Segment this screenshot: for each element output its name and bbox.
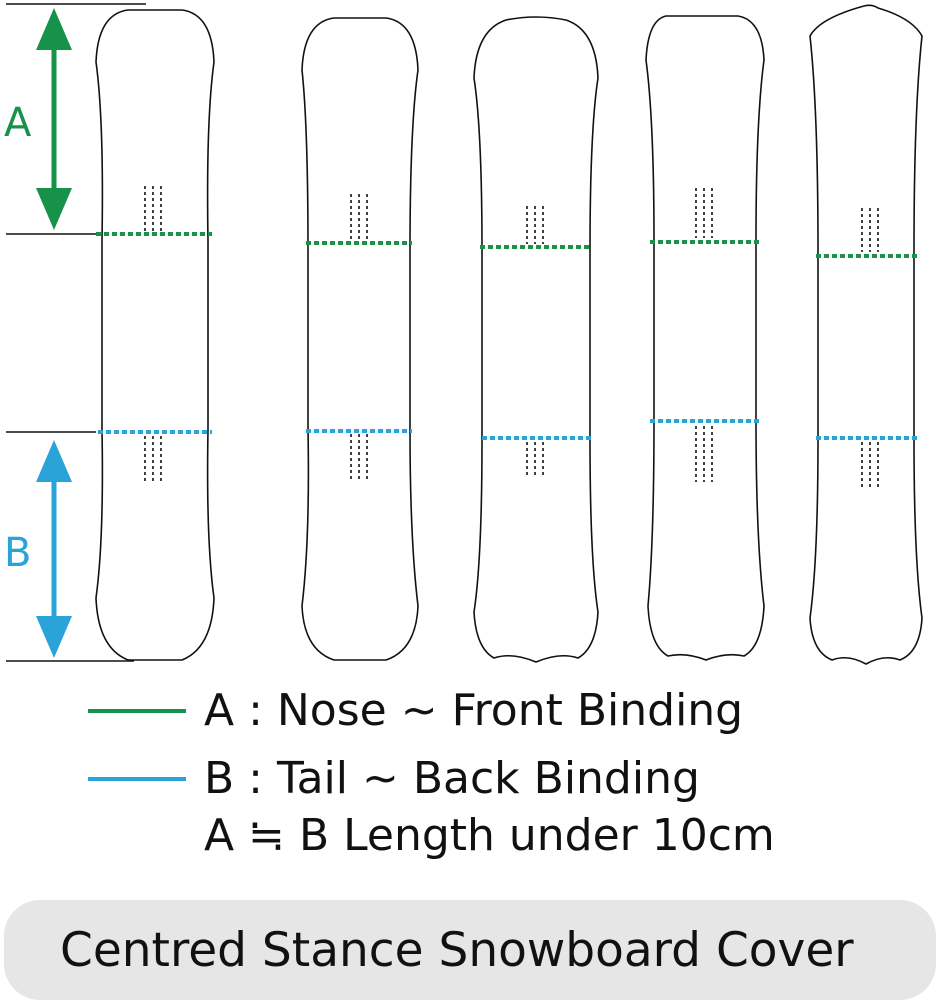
- board-5: [809, 4, 923, 665]
- arrow-a: [36, 8, 72, 230]
- legend-swatch-front: [88, 709, 186, 713]
- board-2-back-insert-marks: [350, 434, 368, 480]
- board-3-front-insert-marks: [526, 206, 544, 244]
- arrow-b-head-bottom: [36, 616, 72, 658]
- board-1-outline: [95, 9, 215, 661]
- arrow-b: [36, 440, 72, 658]
- arrow-a-head-top: [36, 8, 72, 50]
- arrow-b-head-top: [36, 440, 72, 482]
- board-5-outline: [809, 4, 923, 665]
- legend-row-a: A : Nose ~ Front Binding: [88, 680, 743, 742]
- board-3-back-insert-marks: [526, 442, 544, 478]
- legend-swatch-back: [88, 777, 186, 781]
- board-5-front-insert-marks: [861, 208, 879, 252]
- legend-row-b: B : Tail ~ Back Binding: [88, 748, 700, 810]
- board-5-back-insert-marks: [861, 442, 879, 490]
- snowboard-diagram: A B: [4, 3, 923, 665]
- footer-title: Centred Stance Snowboard Cover: [60, 922, 854, 978]
- board-2: [301, 17, 419, 661]
- board-3-outline: [473, 16, 599, 663]
- board-4-front-insert-marks: [695, 188, 713, 238]
- legend: A : Nose ~ Front Binding B : Tail ~ Back…: [0, 680, 940, 890]
- board-1: [95, 9, 215, 661]
- board-2-outline: [301, 17, 419, 661]
- dimension-guides: [6, 3, 146, 662]
- board-1-back-insert-marks: [144, 436, 162, 482]
- arrow-a-head-bottom: [36, 188, 72, 230]
- board-4: [645, 15, 765, 661]
- board-4-outline: [645, 15, 765, 661]
- legend-note: A ≒ B Length under 10cm: [204, 810, 775, 861]
- legend-text-b: B : Tail ~ Back Binding: [204, 753, 700, 804]
- board-2-front-insert-marks: [350, 194, 368, 240]
- board-3: [473, 16, 599, 663]
- board-1-front-insert-marks: [144, 186, 162, 232]
- legend-text-a: A : Nose ~ Front Binding: [204, 685, 744, 736]
- footer-pill: Centred Stance Snowboard Cover: [4, 900, 936, 1000]
- label-b: B: [4, 530, 31, 576]
- label-a: A: [4, 100, 32, 146]
